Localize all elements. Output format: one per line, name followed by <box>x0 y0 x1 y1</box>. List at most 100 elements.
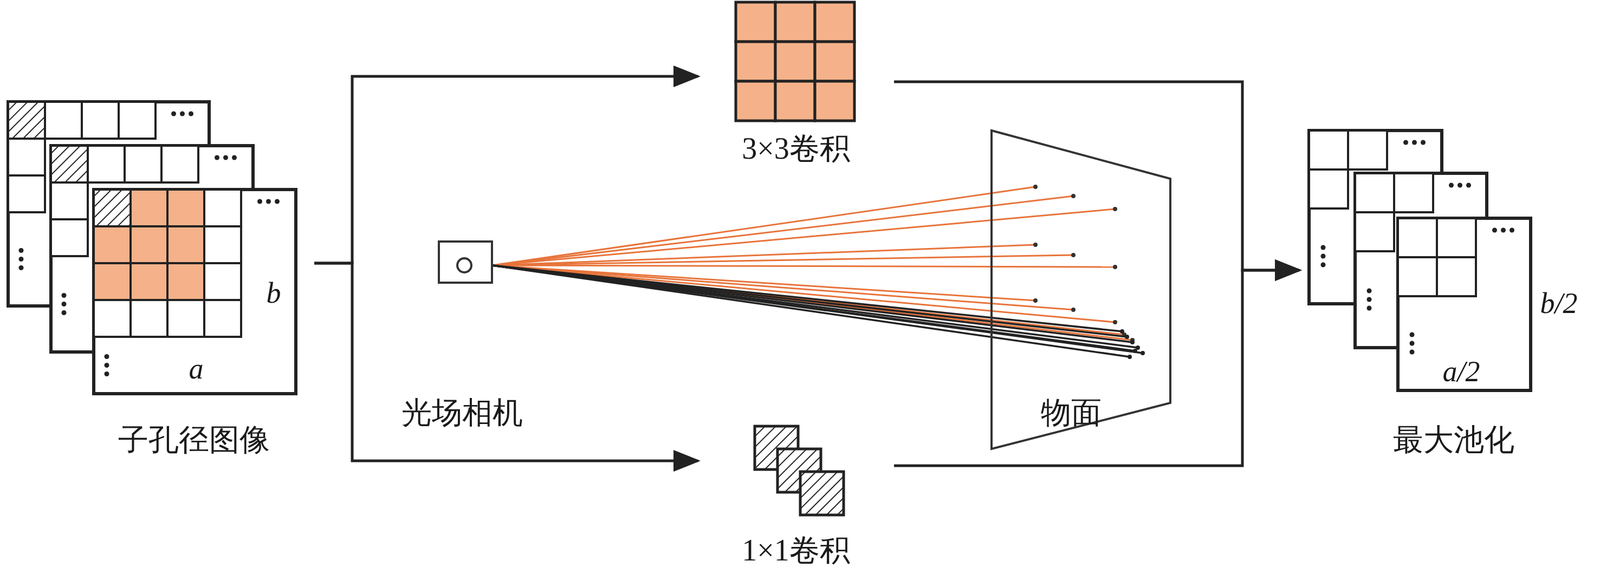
ellipsis-dot <box>1492 228 1498 233</box>
light-ray <box>491 209 1116 266</box>
text-label: 光场相机 <box>401 396 523 431</box>
map-cell <box>93 189 131 227</box>
ellipsis-dot <box>188 111 194 117</box>
map-cell <box>204 189 242 227</box>
map-cell <box>8 138 45 176</box>
node-group: 最大池化 <box>1300 124 1577 466</box>
map-cell <box>93 263 131 301</box>
ellipsis-dot <box>1409 341 1415 347</box>
object-plane <box>991 130 1171 450</box>
kernel-cell <box>814 2 855 42</box>
text-label: 物面 <box>1040 396 1102 431</box>
map-cell <box>1355 212 1395 252</box>
ellipsis-dot <box>1403 140 1409 146</box>
map-cell <box>1397 218 1437 258</box>
map-cell <box>167 300 205 338</box>
map-cell <box>204 300 242 338</box>
text-label: a <box>189 353 204 386</box>
map-cell <box>167 226 205 264</box>
map-cell <box>8 101 45 139</box>
ellipsis-dot <box>61 293 67 299</box>
light-ray <box>491 265 1130 358</box>
map-cell <box>130 226 168 264</box>
ellipsis-dot <box>214 155 220 161</box>
ellipsis-dot <box>1448 183 1454 189</box>
map-cell <box>1394 173 1434 213</box>
ellipsis-dot <box>1320 262 1326 268</box>
map-cell <box>44 101 82 139</box>
kernel-1x1 <box>800 471 844 516</box>
map-cell <box>50 219 88 257</box>
map-cell <box>50 145 88 183</box>
light-ray <box>491 196 1074 266</box>
ellipsis-dot <box>1466 183 1472 189</box>
kernel-cell <box>814 81 855 121</box>
map-cell <box>8 175 45 213</box>
light-ray <box>491 265 1116 268</box>
ellipsis-dot <box>1367 288 1372 294</box>
flow-arrow <box>894 270 1300 466</box>
ellipsis-dot <box>61 301 67 307</box>
kernel-cell <box>735 2 776 42</box>
flow-arrow <box>894 81 1300 271</box>
feature-maps <box>8 2 1531 516</box>
ellipsis-dot <box>231 155 237 161</box>
light-ray <box>491 265 1136 352</box>
ray-point <box>1112 320 1118 325</box>
ray-point <box>1132 348 1138 354</box>
light-rays <box>491 184 1145 360</box>
map-cell <box>130 300 168 338</box>
flow-arrow <box>314 76 698 264</box>
ellipsis-dot <box>223 155 229 161</box>
map-cell <box>167 189 205 227</box>
light-ray <box>491 265 1116 323</box>
map-cell <box>118 101 156 139</box>
map-cell <box>1436 218 1476 258</box>
text-label: b <box>266 277 282 310</box>
ray-point <box>1124 334 1130 340</box>
ellipsis-dot <box>274 199 280 205</box>
ellipsis-dot <box>104 363 110 368</box>
ray-point <box>1130 340 1135 345</box>
map-frame <box>1397 218 1531 391</box>
ray-point <box>1140 351 1145 356</box>
ellipsis-dot <box>1409 332 1415 338</box>
kernel-cell <box>775 81 815 121</box>
ellipsis-dot <box>1320 245 1326 251</box>
kernel-cell <box>735 81 776 121</box>
map-cell <box>1309 169 1349 209</box>
ellipsis-dot <box>1411 140 1417 146</box>
ellipsis-dot <box>18 248 24 254</box>
ellipsis-dot <box>1420 140 1426 146</box>
node-caption: 1×1卷积 <box>741 534 851 568</box>
node-caption: 3×3卷积 <box>741 132 851 166</box>
node-group: 1×1卷积 <box>698 417 895 572</box>
map-cell <box>1355 173 1395 213</box>
ray-point <box>1071 253 1076 258</box>
ellipsis-dot <box>257 199 263 205</box>
ray-point <box>1112 264 1118 270</box>
map-frame <box>93 189 296 394</box>
map-cell <box>87 145 125 183</box>
map-frame <box>50 145 254 353</box>
text-label: a/2 <box>1442 355 1480 388</box>
light-ray <box>491 255 1074 266</box>
map-cell <box>93 300 131 338</box>
map-cell <box>93 226 131 264</box>
ellipsis-dot <box>61 310 67 316</box>
kernel-cell <box>775 2 815 42</box>
ellipsis-dot <box>1500 228 1506 233</box>
map-cell <box>1348 130 1388 170</box>
ray-point <box>1112 206 1118 212</box>
ellipsis-dot <box>1457 183 1463 189</box>
ellipsis-dot <box>18 256 24 262</box>
ray-point <box>1071 307 1076 313</box>
node-caption: 最大池化 <box>1393 423 1515 458</box>
node-caption: 子孔径图像 <box>118 423 270 458</box>
map-cell <box>1309 130 1349 170</box>
map-cell <box>204 226 242 264</box>
kernel-cell <box>735 41 776 82</box>
ray-point <box>1127 354 1132 360</box>
light-ray <box>491 265 1143 354</box>
